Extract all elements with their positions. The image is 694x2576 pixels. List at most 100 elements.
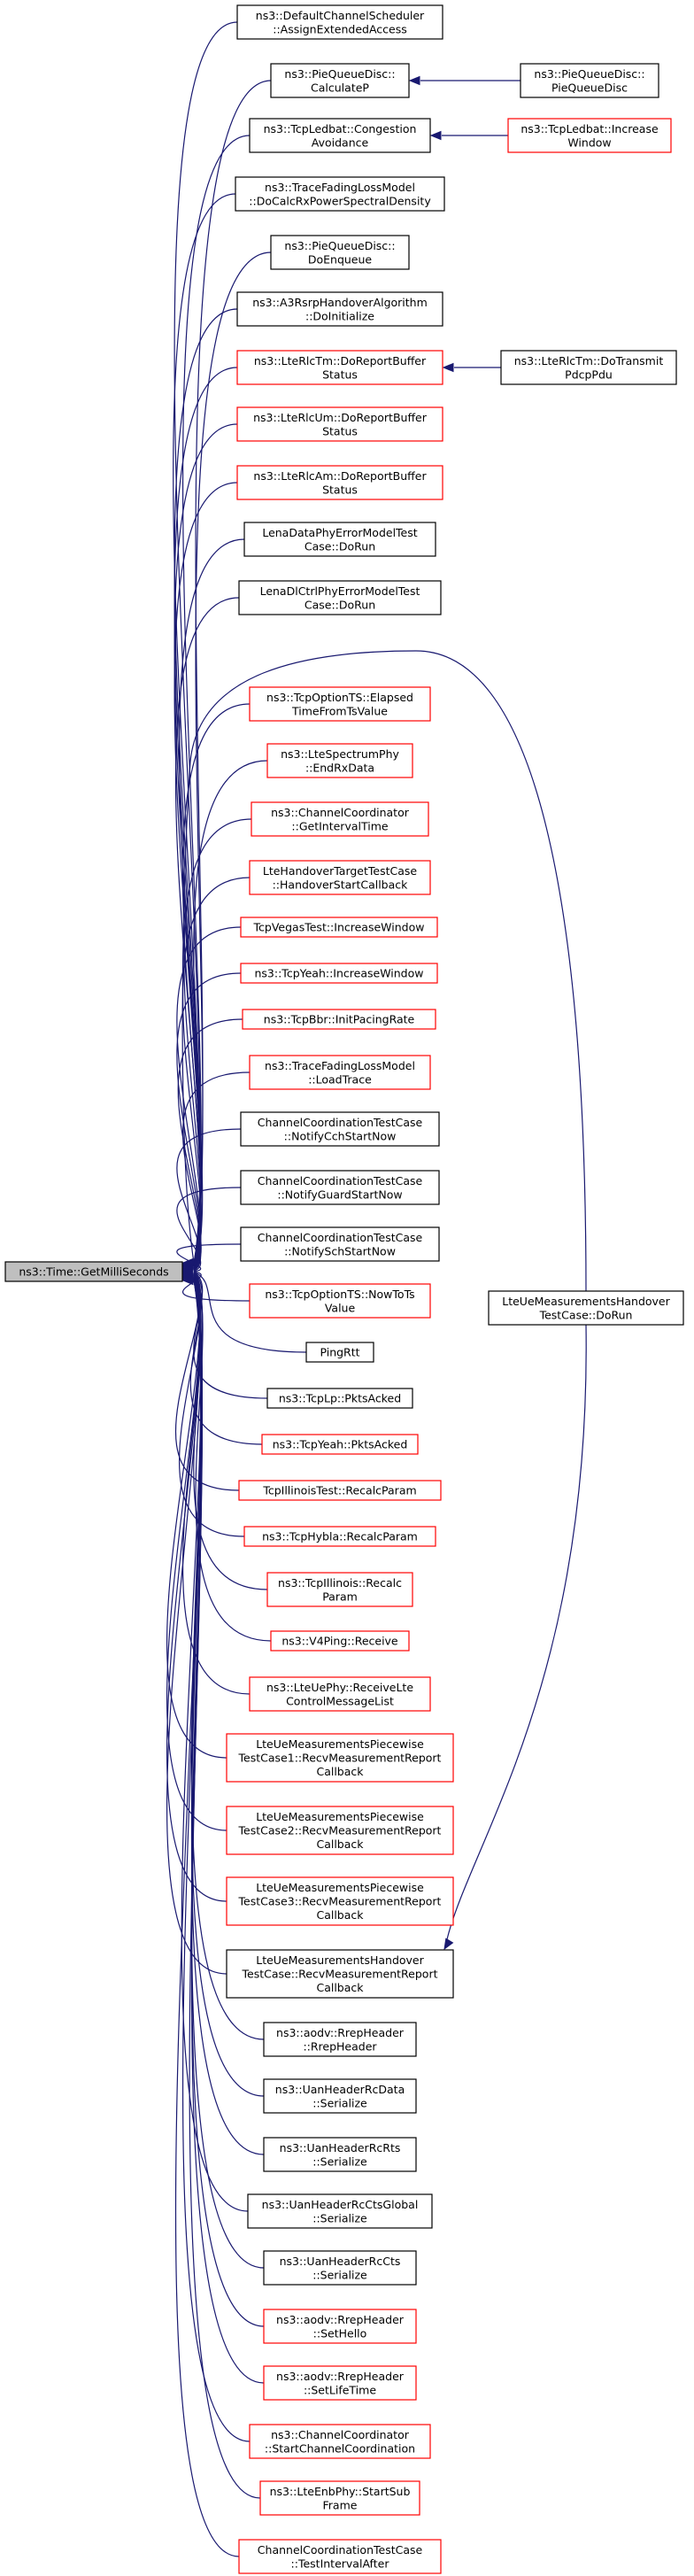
caller-label: ::NotifyGuardStartNow (277, 1187, 402, 1201)
edge-arrowhead (429, 130, 442, 141)
caller-node[interactable]: ns3::aodv::RrepHeader::SetHello (263, 2309, 417, 2344)
caller-node[interactable]: ns3::LteUePhy::ReceiveLteControlMessageL… (249, 1676, 431, 1712)
caller-box (236, 406, 443, 442)
caller-box (249, 1676, 431, 1712)
second-level-label: ns3::TcpLedbat::Increase (520, 122, 659, 135)
caller-label: TestCase::RecvMeasurementReport (242, 1968, 438, 1981)
caller-label: TestCase3::RecvMeasurementReport (238, 1895, 442, 1908)
caller-label: ChannelCoordinationTestCase (258, 2543, 423, 2557)
caller-box (263, 2365, 417, 2401)
caller-label: ::Serialize (312, 2211, 367, 2224)
caller-label: Case::DoRun (305, 598, 375, 611)
call-edge (176, 1128, 242, 1276)
caller-box (263, 2250, 417, 2286)
caller-node[interactable]: ns3::TraceFadingLossModel::DoCalcRxPower… (235, 176, 445, 212)
root-node[interactable]: ns3::Time::GetMilliSeconds (4, 1261, 183, 1282)
caller-node[interactable]: TcpVegasTest::IncreaseWindow (240, 917, 438, 938)
caller-label: ns3::TcpIllinois::Recalc (278, 1576, 402, 1590)
caller-node[interactable]: ns3::A3RsrpHandoverAlgorithm::DoInitiali… (236, 291, 443, 327)
caller-node[interactable]: ns3::TcpYeah::IncreaseWindow (240, 963, 438, 984)
caller-node[interactable]: ns3::V4Ping::Receive (270, 1630, 410, 1652)
caller-node[interactable]: ns3::PieQueueDisc::DoEnqueue (270, 235, 410, 270)
caller-node[interactable]: ns3::aodv::RrepHeader::SetLifeTime (263, 2365, 417, 2401)
caller-label: ns3::LteUePhy::ReceiveLte (266, 1681, 413, 1694)
caller-node[interactable]: ChannelCoordinationTestCase::TestInterva… (238, 2539, 442, 2574)
caller-node[interactable]: ns3::UanHeaderRcCts::Serialize (263, 2250, 417, 2286)
edge-line (174, 1280, 240, 2557)
caller-label: Frame (323, 2498, 358, 2511)
caller-node[interactable]: ns3::LteSpectrumPhy::EndRxData (266, 743, 413, 778)
caller-label: TestCase2::RecvMeasurementReport (238, 1824, 442, 1837)
caller-label: ns3::TraceFadingLossModel (265, 181, 415, 194)
caller-node[interactable]: LteUeMeasurementsPiecewiseTestCase2::Rec… (226, 1806, 454, 1855)
caller-node[interactable]: TcpIllinoisTest::RecalcParam (238, 1480, 442, 1501)
caller-node[interactable]: ChannelCoordinationTestCase::NotifySchSt… (240, 1226, 440, 1262)
edge-line (189, 1280, 261, 2499)
caller-box (240, 917, 438, 938)
caller-label: ns3::PieQueueDisc:: (284, 67, 395, 81)
caller-box (266, 1572, 413, 1607)
caller-label: ns3::LteRlcTm::DoReportBuffer (254, 354, 427, 367)
caller-box (305, 1342, 374, 1363)
caller-node[interactable]: LteHandoverTargetTestCase::HandoverStart… (249, 860, 431, 895)
caller-box (249, 1283, 431, 1319)
caller-node[interactable]: LteUeMeasurementsHandoverTestCase::RecvM… (226, 1949, 454, 1999)
second-level-label: TestCase::DoRun (539, 1308, 633, 1321)
caller-node[interactable]: ns3::aodv::RrepHeader::RrepHeader (263, 2022, 417, 2057)
caller-box (236, 465, 443, 500)
caller-node[interactable]: ns3::PieQueueDisc::CalculateP (270, 63, 410, 98)
call-edge (174, 1275, 240, 2557)
caller-label: LteHandoverTargetTestCase (263, 864, 418, 878)
caller-label: Status (322, 483, 358, 496)
edge-line (193, 1272, 307, 1353)
edge-arrowhead (442, 362, 454, 373)
caller-node[interactable]: ns3::TcpYeah::PktsAcked (261, 1434, 419, 1455)
caller-node[interactable]: ns3::TcpIllinois::RecalcParam (266, 1572, 413, 1607)
caller-node[interactable]: ns3::DefaultChannelScheduler::AssignExte… (236, 4, 443, 40)
caller-box (226, 1876, 454, 1926)
second-level-label: LteUeMeasurementsHandover (502, 1295, 670, 1308)
call-edge (442, 362, 501, 373)
caller-label: ns3::UanHeaderRcRts (280, 2141, 401, 2154)
edge-line (174, 21, 238, 1264)
caller-node[interactable]: PingRtt (305, 1342, 374, 1363)
caller-label: ::DoCalcRxPowerSpectralDensity (249, 194, 431, 207)
caller-node[interactable]: ns3::TcpBbr::InitPacingRate (242, 1009, 436, 1030)
caller-label: ::SetLifeTime (304, 2383, 376, 2396)
caller-node[interactable]: LteUeMeasurementsPiecewiseTestCase1::Rec… (226, 1733, 454, 1783)
caller-node[interactable]: ns3::UanHeaderRcData::Serialize (263, 2078, 417, 2114)
caller-label: ControlMessageList (286, 1694, 394, 1707)
caller-label: ns3::LteRlcUm::DoReportBuffer (253, 411, 428, 424)
second-level-label: ns3::LteRlcTm::DoTransmit (514, 354, 664, 367)
caller-node[interactable]: ns3::UanHeaderRcRts::Serialize (263, 2137, 417, 2172)
second-level-node[interactable]: ns3::PieQueueDisc::PieQueueDisc (520, 63, 659, 98)
caller-node[interactable]: ChannelCoordinationTestCase::NotifyGuard… (240, 1170, 440, 1205)
caller-box (240, 1170, 440, 1205)
caller-node[interactable]: LteUeMeasurementsPiecewiseTestCase3::Rec… (226, 1876, 454, 1926)
caller-node[interactable]: ns3::UanHeaderRcCtsGlobal::Serialize (247, 2193, 433, 2229)
edge-line (176, 1187, 242, 1272)
caller-node[interactable]: ns3::TcpHybla::RecalcParam (243, 1526, 436, 1547)
caller-node[interactable]: ns3::ChannelCoordinator::GetIntervalTime (251, 801, 429, 837)
second-level-node[interactable]: ns3::TcpLedbat::IncreaseWindow (507, 118, 672, 153)
caller-label: ns3::V4Ping::Receive (281, 1635, 398, 1648)
caller-label: ::LoadTrace (308, 1072, 372, 1086)
caller-node[interactable]: ns3::TraceFadingLossModel::LoadTrace (249, 1055, 431, 1090)
caller-box (270, 235, 410, 270)
caller-node[interactable]: ns3::TcpLp::PktsAcked (266, 1388, 413, 1409)
caller-label: LenaDlCtrlPhyErrorModelTest (260, 584, 420, 598)
caller-node[interactable]: ns3::ChannelCoordinator::StartChannelCoo… (249, 2424, 431, 2459)
caller-node[interactable]: ChannelCoordinationTestCase::NotifyCchSt… (240, 1111, 440, 1147)
caller-box (259, 2480, 420, 2516)
